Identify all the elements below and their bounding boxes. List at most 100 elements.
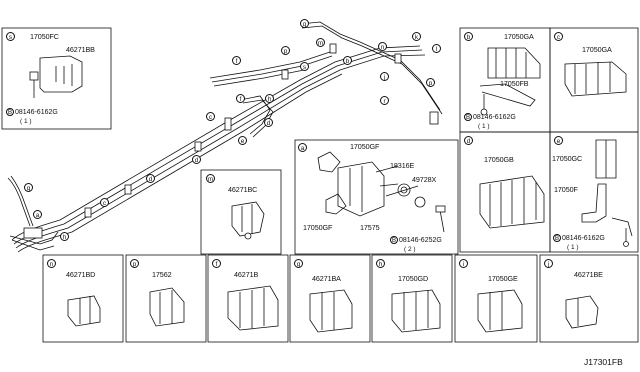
callout-a: a: [33, 210, 42, 219]
bolt-b-prefix: B: [464, 113, 472, 121]
callout-p: p: [281, 46, 290, 55]
panel-n-frame: [42, 254, 124, 343]
part-46271bc: 46271BC: [228, 185, 258, 194]
qty-b: ( 1 ): [478, 123, 490, 130]
part-17050ge: 17050GE: [488, 274, 518, 283]
panel-s-tag: s: [6, 32, 15, 41]
panel-i-tag: i: [459, 259, 468, 268]
callout-q: q: [300, 19, 309, 28]
callout-g: g: [24, 183, 33, 192]
panel-i-sketch: [477, 289, 523, 333]
panel-h-sketch: [391, 289, 441, 333]
panel-a-tag: a: [298, 143, 307, 152]
qty-s: ( 1 ): [20, 118, 32, 125]
panel-j-sketch: [565, 295, 599, 329]
panel-h-frame: [371, 254, 453, 343]
callout-f-mid: f: [236, 94, 245, 103]
panel-i-frame: [454, 254, 538, 343]
panel-j-frame: [539, 254, 639, 343]
panel-e-tag: e: [554, 136, 563, 145]
panel-p-sketch: [149, 287, 185, 327]
panel-m-frame: [200, 169, 282, 255]
part-49728x: 49728X: [412, 175, 437, 184]
callout-p-right: p: [426, 78, 435, 87]
part-17050gd: 17050GD: [398, 274, 429, 283]
panel-p-frame: [125, 254, 207, 343]
part-17050fb: 17050FB: [500, 79, 529, 88]
panel-f-sketch: [227, 285, 279, 331]
callout-k: k: [412, 32, 421, 41]
part-17562: 17562: [152, 270, 172, 279]
part-17050gf-bottom: 17050GF: [303, 223, 333, 232]
bolt-b-number: 08146-6162G: [473, 114, 516, 121]
panel-h-tag: h: [376, 259, 385, 268]
callout-h: h: [265, 94, 274, 103]
panel-m-sketch: [231, 201, 265, 240]
qty-a: ( 2 ): [404, 246, 416, 253]
callout-m: m: [316, 38, 325, 47]
part-17050fc: 17050FC: [30, 32, 59, 41]
panel-e-frame: [549, 131, 639, 253]
panel-n-tag: n: [47, 259, 56, 268]
callout-b: b: [343, 56, 352, 65]
panel-f-tag: f: [212, 259, 221, 268]
part-17050gb: 17050GB: [484, 155, 514, 164]
part-46271ba: 46271BA: [312, 274, 341, 283]
panel-g-frame: [289, 254, 371, 343]
panel-e-sketch: [581, 139, 633, 247]
bolt-s-prefix: B: [6, 108, 14, 116]
panel-c-sketch: [564, 61, 627, 97]
callout-s: s: [300, 62, 309, 71]
bolt-e-prefix: B: [553, 234, 561, 242]
part-46271b: 46271B: [234, 270, 259, 279]
panel-f-frame: [207, 254, 289, 343]
callout-f-top: f: [232, 56, 241, 65]
panel-a-frame: [294, 139, 459, 255]
part-17050ga-c: 17050GA: [582, 45, 612, 54]
panel-b-tag: b: [464, 32, 473, 41]
part-18316e: 18316E: [390, 161, 415, 170]
panel-b-sketch: [479, 47, 541, 116]
callout-c-mid: c: [206, 112, 215, 121]
callout-j: j: [380, 72, 389, 81]
panel-p-tag: p: [130, 259, 139, 268]
part-17575: 17575: [360, 223, 380, 232]
bolt-a-prefix: B: [390, 236, 398, 244]
callout-e: e: [238, 136, 247, 145]
qty-e: ( 1 ): [567, 244, 579, 251]
panel-g-tag: g: [294, 259, 303, 268]
panel-d-frame: [459, 131, 551, 253]
part-17050f: 17050F: [554, 185, 578, 194]
callout-d-low: d: [192, 155, 201, 164]
pipe-bundle: [7, 21, 443, 253]
diagram-code: J17301FB: [584, 357, 623, 367]
part-46271bd: 46271BD: [66, 270, 96, 279]
bolt-s-number: 08146-6162G: [15, 109, 58, 116]
panel-c-tag: c: [554, 32, 563, 41]
panel-c-frame: [549, 27, 639, 133]
callout-l: l: [432, 44, 441, 53]
part-46271be: 46271BE: [574, 270, 603, 279]
part-17050gf-top: 17050GF: [350, 142, 380, 151]
part-17050ga-b: 17050GA: [504, 32, 534, 41]
part-17050gc: 17050GC: [552, 154, 583, 163]
panel-d-tag: d: [464, 136, 473, 145]
callout-r: r: [380, 96, 389, 105]
panel-n-sketch: [67, 295, 101, 327]
part-46271bb: 46271BB: [66, 45, 95, 54]
callout-c: c: [100, 198, 109, 207]
callout-d: d: [146, 174, 155, 183]
callout-d-mid: d: [264, 118, 273, 127]
bolt-a-number: 08146-6252G: [399, 237, 442, 244]
panel-a-sketch: [317, 151, 446, 233]
panel-g-sketch: [309, 289, 353, 333]
panel-m-tag: m: [206, 174, 215, 183]
bolt-e-number: 08146-6162G: [562, 235, 605, 242]
clip-marks: [23, 43, 439, 239]
